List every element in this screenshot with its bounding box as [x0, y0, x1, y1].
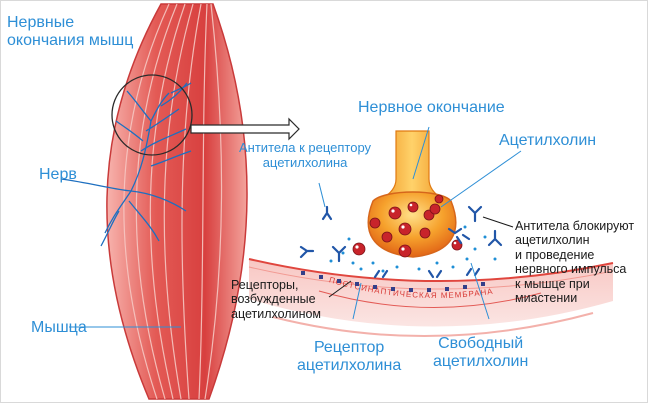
label-line: ацетилхолином — [231, 307, 321, 321]
label-line: миастении — [515, 291, 634, 305]
label-line: Антитела к рецептору — [239, 141, 371, 156]
label-line: Свободный — [433, 335, 528, 353]
label-line: окончания мышц — [7, 32, 133, 50]
label-line: ацетилхолин — [433, 353, 528, 371]
label-acetylcholine: Ацетилхолин — [499, 132, 596, 150]
label-line: и проведение — [515, 248, 634, 262]
muscle-body — [107, 4, 247, 399]
label-nerve: Нерв — [39, 166, 77, 184]
label-line: возбужденные — [231, 292, 321, 306]
label-ach-receptor: Рецептор ацетилхолина — [297, 339, 401, 376]
label-line: ацетилхолина — [297, 357, 401, 375]
label-antibodies-to-receptor: Антитела к рецептору ацетилхолина — [239, 141, 371, 171]
label-line: нервного импульса — [515, 262, 634, 276]
label-line: Нервные — [7, 14, 133, 32]
label-nerve-ending: Нервное окончание — [358, 99, 505, 117]
label-antibodies-block: Антитела блокируют ацетилхолин и проведе… — [515, 219, 634, 305]
label-line: ацетилхолина — [239, 156, 371, 171]
label-muscle-nerve-endings: Нервные окончания мышц — [7, 14, 133, 51]
label-receptors-excited: Рецепторы, возбужденные ацетилхолином — [231, 278, 321, 321]
label-line: Антитела блокируют — [515, 219, 634, 233]
nerve-terminal — [368, 131, 455, 257]
label-line: к мышце при — [515, 277, 634, 291]
label-line: Рецептор — [297, 339, 401, 357]
label-line: Рецепторы, — [231, 278, 321, 292]
label-free-ach: Свободный ацетилхолин — [433, 335, 528, 372]
label-muscle: Мышца — [31, 319, 87, 337]
label-line: ацетилхолин — [515, 233, 634, 247]
